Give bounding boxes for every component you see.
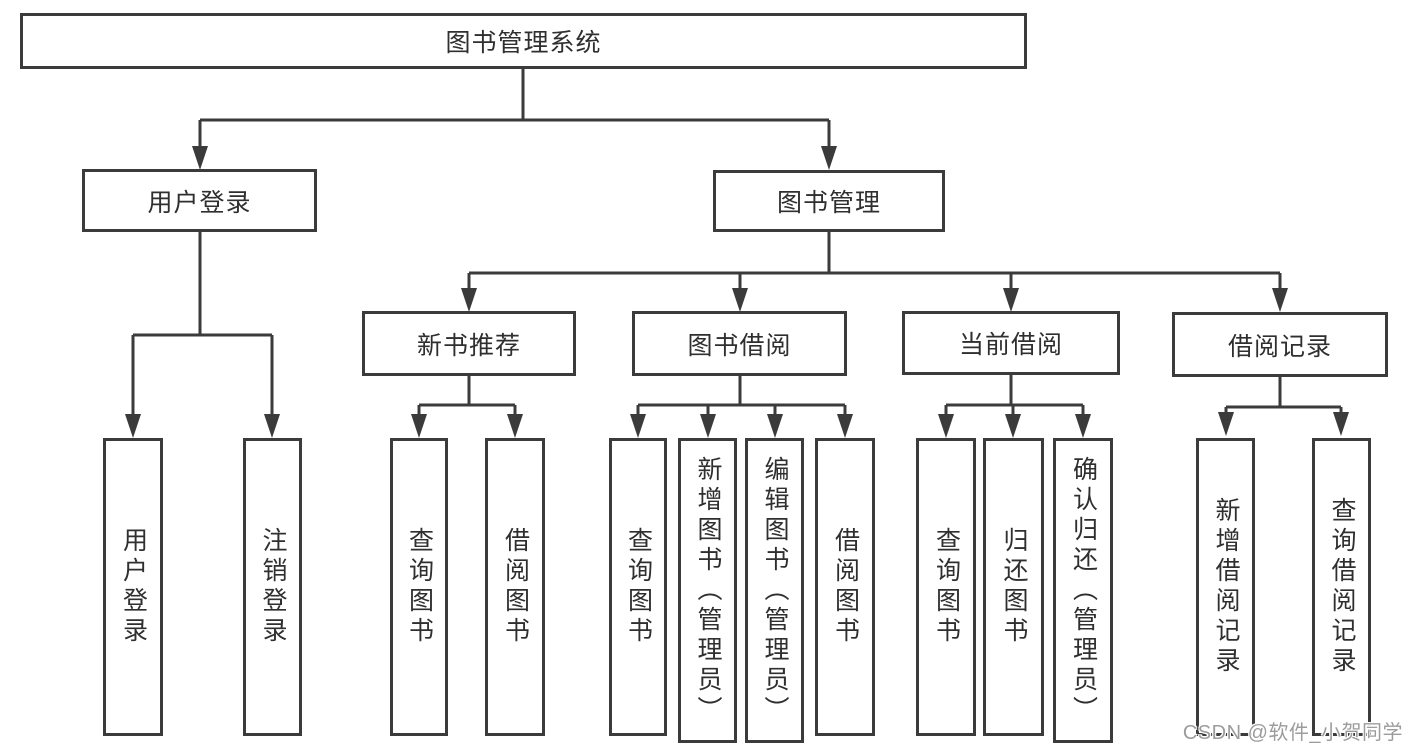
arrowhead — [630, 414, 646, 438]
arrowhead — [1272, 288, 1288, 312]
arrowhead — [1003, 288, 1019, 312]
arrowhead — [700, 414, 716, 438]
leaf-confirm-return-admin: 确认归还（管理员） — [1053, 438, 1113, 743]
leaf-label: 查询借阅记录 — [1328, 497, 1356, 677]
arrowhead — [1333, 412, 1349, 436]
arrowhead — [507, 414, 523, 438]
arrowhead — [732, 288, 748, 312]
leaf-label: 查询图书 — [624, 527, 653, 647]
arrowhead — [1218, 412, 1234, 436]
connector-user-login-to-leaves — [131, 232, 274, 418]
connector-new-book-to-leaves — [417, 376, 517, 418]
leaf-borrow-books: 借阅图书 — [485, 438, 545, 736]
leaf-query-books: 查询图书 — [390, 438, 448, 736]
node-current-borrow: 当前借阅 — [902, 311, 1120, 375]
node-book-management: 图书管理 — [713, 170, 945, 232]
connector-root-to-level1 — [198, 69, 831, 150]
leaf-add-borrow-record: 新增借阅记录 — [1196, 438, 1255, 736]
leaf-query-books: 查询图书 — [916, 438, 976, 736]
arrowhead — [264, 414, 280, 438]
leaf-query-borrow-record: 查询借阅记录 — [1312, 438, 1371, 736]
node-book-borrow: 图书借阅 — [632, 311, 847, 376]
leaf-user-login: 用户登录 — [103, 438, 163, 736]
arrowhead — [1075, 414, 1091, 438]
arrowhead — [837, 414, 853, 438]
leaf-label: 注销登录 — [259, 527, 287, 647]
connector-borrow-records-to-leaves — [1224, 377, 1343, 418]
leaf-label: 查询图书 — [932, 527, 961, 647]
node-borrow-records: 借阅记录 — [1172, 312, 1388, 377]
leaf-add-books-admin: 新增图书（管理员） — [678, 438, 737, 743]
leaf-label: 新增图书（管理员） — [694, 455, 722, 726]
leaf-edit-books-admin: 编辑图书（管理员） — [745, 438, 804, 743]
connector-book-borrow-to-leaves — [636, 376, 847, 418]
leaf-query-books: 查询图书 — [609, 438, 667, 736]
node-library-system: 图书管理系统 — [20, 13, 1027, 69]
connector-current-borrow-to-leaves — [944, 375, 1085, 418]
leaf-label: 新增借阅记录 — [1212, 497, 1240, 677]
leaf-label: 借阅图书 — [831, 527, 860, 647]
leaf-label: 查询图书 — [405, 527, 434, 647]
node-new-book-recommend: 新书推荐 — [362, 311, 576, 376]
arrowhead — [411, 414, 427, 438]
leaf-label: 用户登录 — [119, 527, 148, 647]
leaf-label: 确认归还（管理员） — [1069, 455, 1098, 726]
arrowhead — [192, 146, 208, 170]
leaf-logout: 注销登录 — [243, 438, 302, 736]
arrowhead — [125, 414, 141, 438]
leaf-label: 借阅图书 — [501, 527, 530, 647]
watermark: CSDN @软件_小贺同学 — [1182, 722, 1403, 744]
connector-book-management-to-groups — [467, 232, 1282, 292]
arrowhead — [1005, 414, 1021, 438]
leaf-borrow-books: 借阅图书 — [815, 438, 875, 736]
node-user-login: 用户登录 — [82, 169, 317, 232]
arrowhead — [461, 288, 477, 312]
arrowhead — [938, 414, 954, 438]
leaf-label: 归还图书 — [1000, 527, 1028, 647]
arrowhead — [821, 146, 837, 170]
leaf-label: 编辑图书（管理员） — [761, 455, 789, 726]
arrowhead — [767, 414, 783, 438]
leaf-return-books: 归还图书 — [983, 438, 1044, 736]
